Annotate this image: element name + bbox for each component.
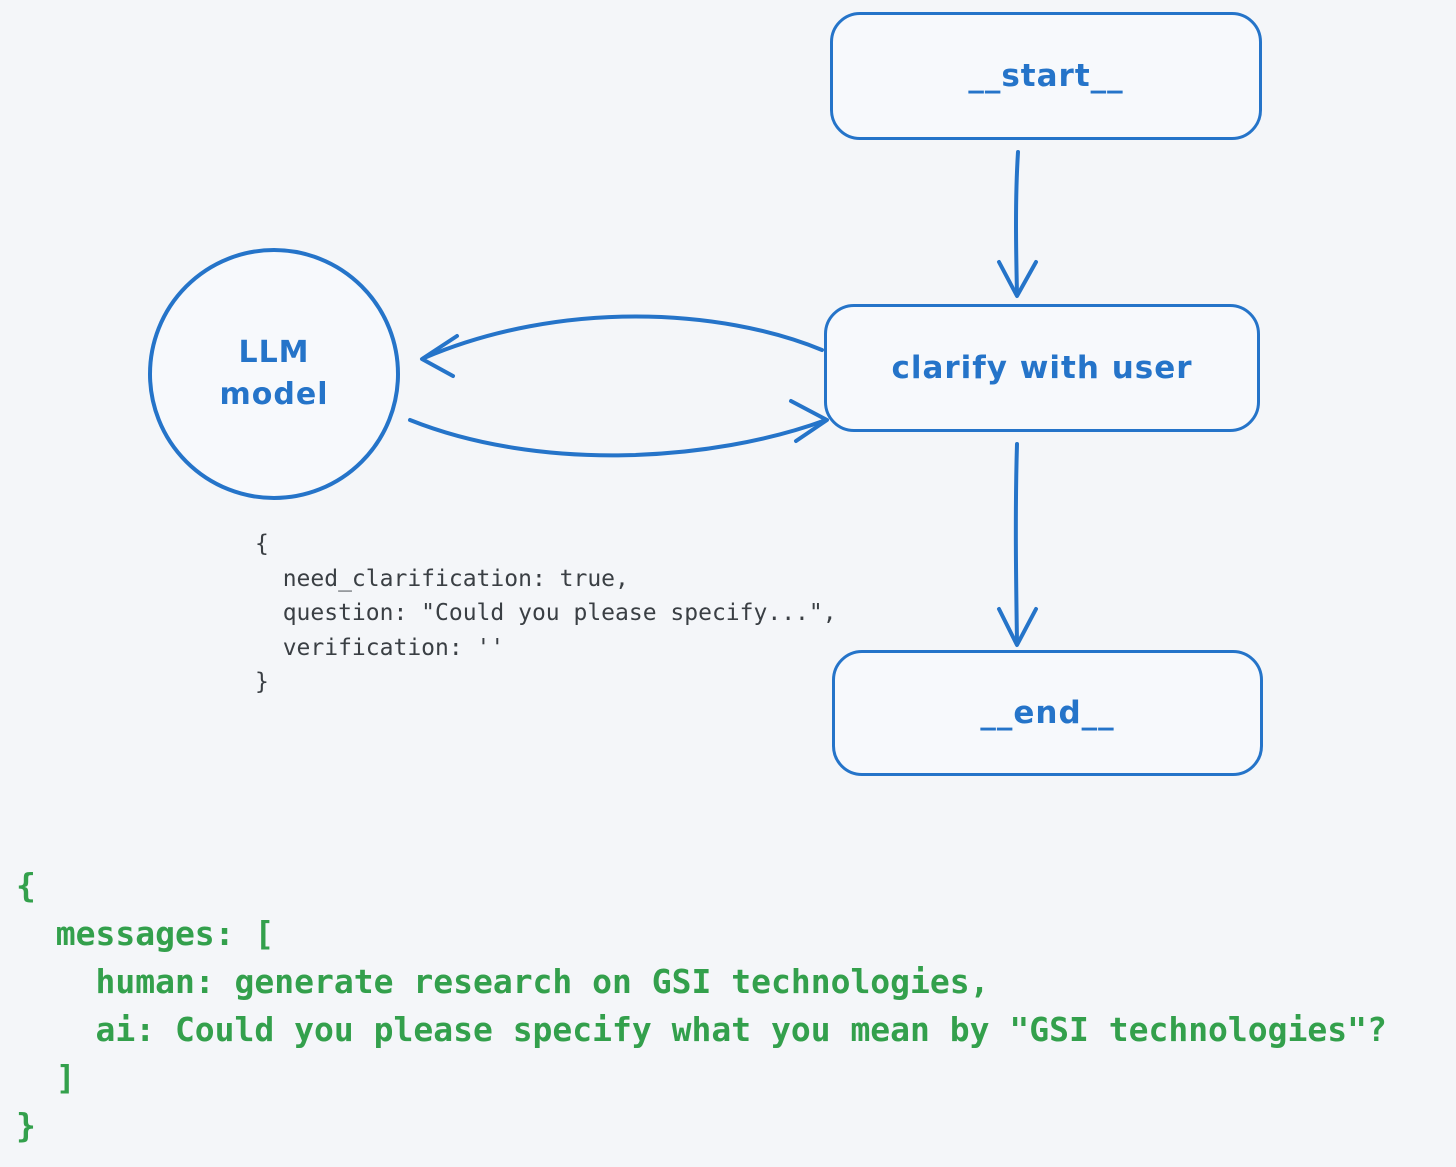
node-end[interactable]: __end__ [832,650,1263,776]
edge-clarify-to-end-arrowhead-icon [997,607,1038,647]
edge-start-to-clarify-shaft [1014,150,1020,296]
node-llm-label-line2: model [219,377,329,412]
node-end-label: __end__ [980,695,1115,731]
node-clarify-label: clarify with user [891,350,1193,386]
edge-llm-to-clarify[interactable] [408,399,829,458]
edge-llm-to-clarify-shaft [408,418,828,458]
node-start-label: __start__ [968,58,1124,94]
edge-start-to-clarify[interactable] [997,150,1038,298]
llm-output-annotation[interactable]: { need_clarification: true, question: "C… [255,531,837,695]
node-clarify-with-user[interactable]: clarify with user [824,304,1260,432]
node-llm-model[interactable]: LLM model [148,248,400,500]
edge-llm-to-clarify-arrowhead-icon [789,399,829,443]
edge-start-to-clarify-arrowhead-icon [997,260,1038,298]
edge-clarify-to-llm[interactable] [420,314,824,378]
node-llm-label-line1: LLM [238,335,310,370]
node-start[interactable]: __start__ [830,12,1262,140]
edge-clarify-to-end-shaft [1013,442,1019,644]
edge-clarify-to-llm-arrowhead-icon [420,334,459,378]
edge-clarify-to-end[interactable] [997,442,1038,647]
edge-clarify-to-llm-shaft [422,314,824,360]
state-messages-block[interactable]: { messages: [ human: generate research o… [16,866,1387,1145]
